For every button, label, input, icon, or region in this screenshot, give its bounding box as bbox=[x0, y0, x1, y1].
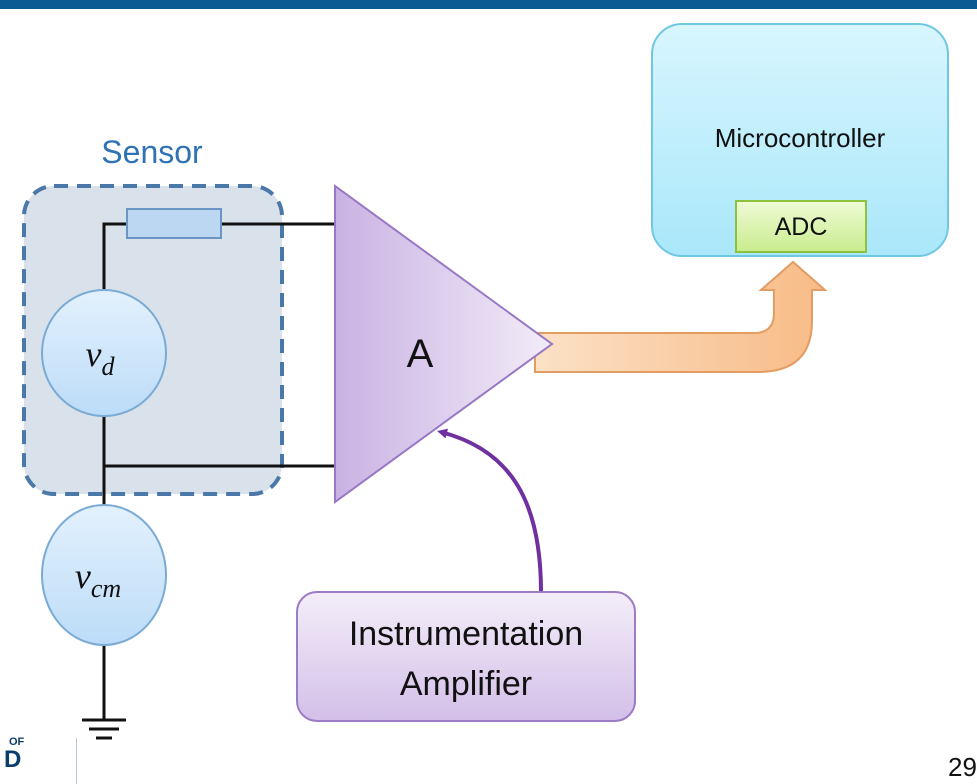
instrumentation-line1: Instrumentation bbox=[349, 615, 583, 653]
control-arrow bbox=[437, 428, 543, 593]
page-number: 29 bbox=[948, 752, 977, 782]
vcm-subscript: cm bbox=[91, 574, 121, 603]
instrumentation-amplifier-box: Instrumentation Amplifier bbox=[296, 591, 636, 722]
vd-subscript: d bbox=[101, 352, 115, 381]
amplifier-label: A bbox=[407, 332, 434, 376]
vd-source: vd bbox=[41, 289, 167, 417]
vd-symbol: v bbox=[86, 334, 102, 374]
logo-text-top: OF bbox=[9, 736, 25, 748]
svg-text:vd: vd bbox=[86, 334, 116, 381]
output-arrow bbox=[534, 260, 828, 373]
top-accent-bar bbox=[0, 0, 977, 9]
vcm-source: vcm bbox=[41, 504, 167, 646]
adc-label: ADC bbox=[775, 213, 828, 241]
university-logo: OF D bbox=[0, 728, 40, 784]
top-wire bbox=[102, 222, 335, 292]
footer-divider bbox=[76, 738, 77, 784]
sensor-label: Sensor bbox=[101, 134, 203, 170]
vcm-symbol: v bbox=[75, 556, 91, 596]
instrumentation-line2: Amplifier bbox=[400, 665, 532, 703]
adc-box bbox=[735, 200, 867, 253]
wires bbox=[102, 222, 335, 720]
logo-text-bottom: D bbox=[4, 746, 22, 773]
amplifier: A bbox=[334, 184, 554, 504]
svg-text:vcm: vcm bbox=[75, 556, 121, 603]
resistor-icon bbox=[126, 208, 222, 239]
microcontroller: Microcontroller ADC bbox=[651, 23, 949, 257]
ground-icon bbox=[82, 718, 126, 740]
microcontroller-label: Microcontroller bbox=[715, 123, 886, 153]
